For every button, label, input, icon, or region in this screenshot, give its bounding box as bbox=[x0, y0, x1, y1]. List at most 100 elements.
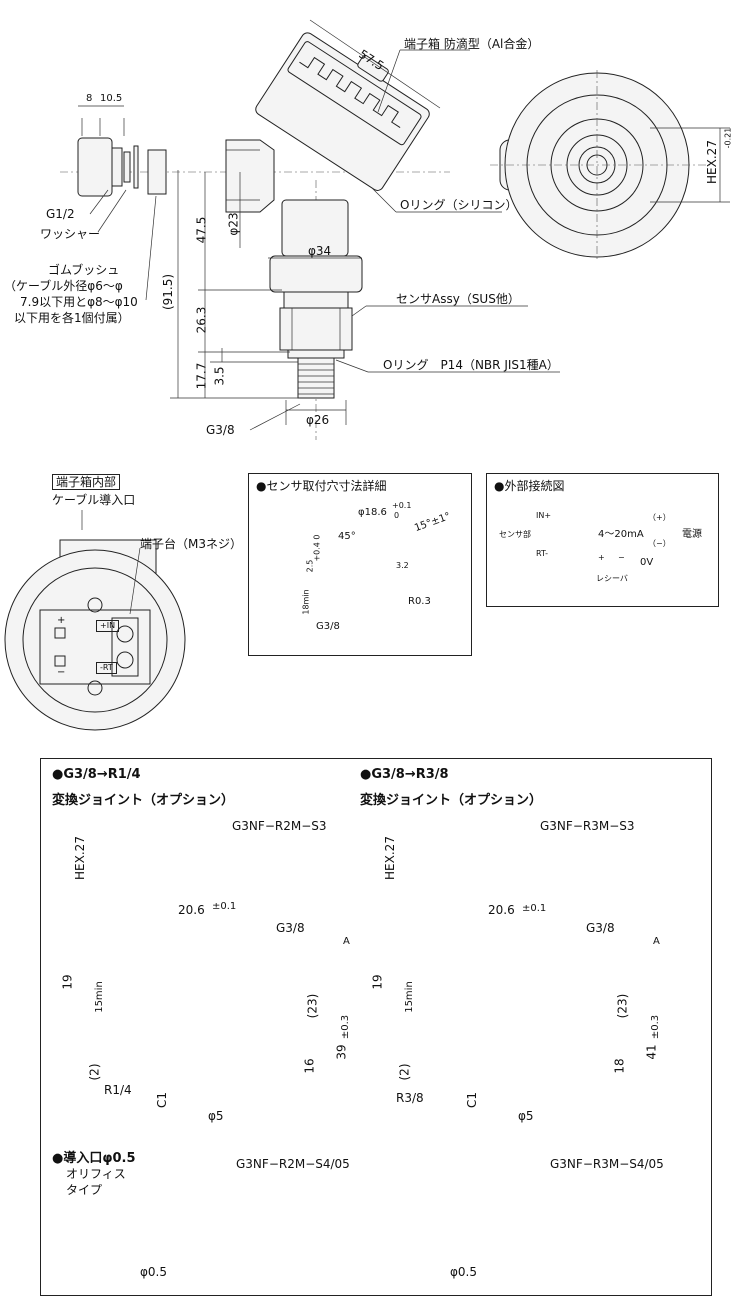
left-dim-19: 19 bbox=[60, 974, 75, 990]
g38-label: G3/8 bbox=[206, 423, 235, 437]
dim-8: 8 bbox=[86, 93, 93, 104]
terminal-box-inside-header: 端子箱内部 bbox=[52, 474, 121, 490]
left-model: G3NF−R2M−S3 bbox=[232, 819, 327, 833]
terminal-box-label: 端子箱 防滴型（Al合金） bbox=[404, 37, 540, 51]
right-tol-0-1: ±0.1 bbox=[522, 903, 547, 914]
sensor-part: センサ部 bbox=[499, 530, 531, 539]
dim-2-5: 2.5 bbox=[305, 559, 315, 573]
dim-10-5: 10.5 bbox=[100, 93, 123, 104]
terminal-box-view bbox=[4, 510, 186, 731]
dim-26-3: 26.3 bbox=[194, 306, 209, 334]
phi18-6-tol-plus: +0.1 bbox=[392, 501, 412, 510]
right-phi0-5: φ0.5 bbox=[450, 1265, 477, 1279]
left-g38: G3/8 bbox=[276, 921, 305, 935]
receiver-label: レシーバ bbox=[596, 574, 628, 583]
right-dim-2: (2) bbox=[397, 1063, 412, 1081]
plus-mark: + bbox=[57, 615, 66, 626]
left-dim-20-6: 20.6 bbox=[178, 903, 205, 917]
left-datum-a: A bbox=[343, 936, 350, 947]
rubber-bush-label: ゴムブッシュ bbox=[48, 263, 120, 277]
oring-p14-label: Oリング P14（NBR JIS1種A） bbox=[383, 358, 559, 372]
minus-mark: − bbox=[57, 667, 66, 678]
zero-volt: 0V bbox=[640, 557, 654, 568]
right-model: G3NF−R3M−S3 bbox=[540, 819, 635, 833]
terminal-block-label: 端子台（M3ネジ） bbox=[140, 537, 242, 551]
orifice-heading-3: タイプ bbox=[66, 1183, 103, 1197]
deg45: 45° bbox=[338, 531, 356, 542]
right-dim-20-6: 20.6 bbox=[488, 903, 515, 917]
right-dim-23: (23) bbox=[615, 993, 630, 1019]
wiring-panel-title: ●外部接続図 bbox=[494, 479, 565, 493]
hole-panel-title: ●センサ取付穴寸法詳細 bbox=[256, 479, 387, 493]
left-tol-0-3: ±0.3 bbox=[340, 1014, 352, 1040]
hex-27-label: HEX.27 bbox=[704, 140, 719, 184]
in-plus-terminal: +IN bbox=[96, 620, 120, 632]
hex-27-tolerance: -0.21 bbox=[723, 127, 733, 149]
right-dim-15min: 15min bbox=[403, 981, 415, 1013]
front-view bbox=[490, 70, 730, 260]
wiring-minus-label: （−） bbox=[648, 539, 671, 548]
option-panel bbox=[40, 758, 712, 1296]
right-hex27: HEX.27 bbox=[382, 836, 397, 880]
receiver-plus: + bbox=[598, 553, 605, 562]
right-heading: ●G3/8→R3/8 bbox=[360, 767, 449, 782]
dim-2-5-tol: +0.4 0 bbox=[312, 534, 322, 562]
left-dim-2: (2) bbox=[87, 1063, 102, 1081]
left-heading: ●G3/8→R1/4 bbox=[52, 767, 141, 782]
right-c1: C1 bbox=[465, 1091, 480, 1109]
right-phi5: φ5 bbox=[518, 1109, 534, 1123]
left-tol-0-1: ±0.1 bbox=[212, 901, 237, 912]
left-hex27: HEX.27 bbox=[72, 836, 87, 880]
dim-18min: 18min bbox=[301, 589, 311, 615]
receiver-minus: − bbox=[618, 553, 625, 562]
wiring-rt-minus: RT- bbox=[536, 549, 549, 558]
left-dim-15min: 15min bbox=[93, 981, 105, 1013]
right-orifice-model: G3NF−R3M−S4/05 bbox=[550, 1157, 664, 1171]
sensor-assy-label: センサAssy（SUS他） bbox=[396, 292, 520, 306]
rubber-bush-line3: 7.9以下用とφ8～φ10 bbox=[20, 295, 138, 309]
right-dim-19: 19 bbox=[370, 974, 385, 990]
left-c1: C1 bbox=[155, 1091, 170, 1109]
hole-g38: G3/8 bbox=[316, 621, 340, 632]
dim-phi23: φ23 bbox=[226, 212, 241, 236]
left-dim-39: 39 bbox=[334, 1044, 349, 1060]
phi18-6: φ18.6 bbox=[358, 507, 387, 518]
oring-silicone-label: Oリング（シリコン） bbox=[400, 198, 518, 212]
right-datum-a: A bbox=[653, 936, 660, 947]
left-thread: R1/4 bbox=[104, 1083, 132, 1097]
current-range: 4～20mA bbox=[598, 529, 644, 540]
g12-label: G1/2 bbox=[46, 207, 75, 221]
dim-phi34: φ34 bbox=[308, 244, 332, 258]
cable-gland-parts bbox=[77, 105, 167, 301]
left-orifice-model: G3NF−R2M−S4/05 bbox=[236, 1157, 350, 1171]
left-phi0-5: φ0.5 bbox=[140, 1265, 167, 1279]
left-phi5: φ5 bbox=[208, 1109, 224, 1123]
rubber-bush-line2: （ケーブル外径φ6～φ bbox=[4, 279, 123, 293]
dim-phi26: φ26 bbox=[306, 413, 330, 427]
power-label: 電源 bbox=[682, 529, 702, 540]
side-view bbox=[60, 19, 560, 440]
washer-label: ワッシャー bbox=[40, 227, 101, 241]
right-thread: R3/8 bbox=[396, 1091, 424, 1105]
sensor-hole-panel bbox=[248, 473, 472, 656]
dim-3-2: 3.2 bbox=[396, 561, 409, 570]
wiring-panel bbox=[486, 473, 719, 607]
right-dim-41: 41 bbox=[644, 1044, 659, 1060]
dim-91-5: (91.5) bbox=[161, 273, 176, 311]
rt-minus-terminal: -RT bbox=[96, 662, 117, 674]
phi18-6-tol-zero: 0 bbox=[394, 511, 400, 520]
orifice-heading-1: ●導入口φ0.5 bbox=[52, 1151, 136, 1166]
wiring-plus-label: （+） bbox=[648, 513, 671, 522]
left-subtitle: 変換ジョイント（オプション） bbox=[52, 793, 235, 808]
dim-47-5: 47.5 bbox=[194, 216, 209, 244]
cable-inlet-label: ケーブル導入口 bbox=[52, 493, 136, 507]
right-subtitle: 変換ジョイント（オプション） bbox=[360, 793, 543, 808]
r0-3: R0.3 bbox=[408, 596, 431, 607]
dim-3-5: 3.5 bbox=[212, 366, 227, 386]
right-tol-0-3: ±0.3 bbox=[650, 1014, 662, 1040]
left-dim-23: (23) bbox=[305, 993, 320, 1019]
wiring-in-plus: IN+ bbox=[536, 511, 552, 520]
right-g38: G3/8 bbox=[586, 921, 615, 935]
right-dim-18: 18 bbox=[612, 1058, 627, 1074]
orifice-heading-2: オリフィス bbox=[66, 1167, 126, 1181]
